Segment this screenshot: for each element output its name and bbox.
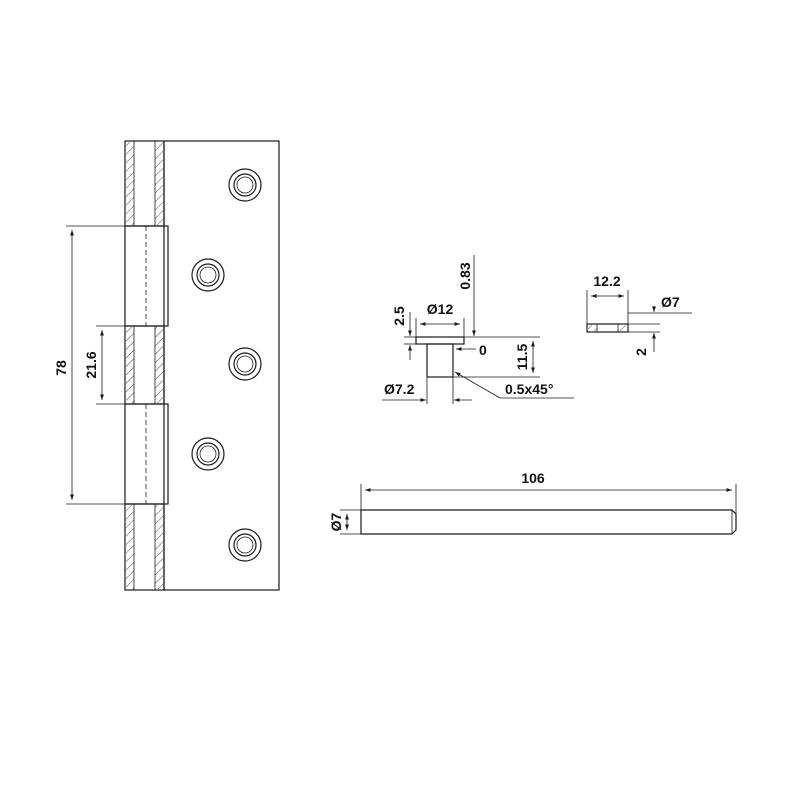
dimension-pin-length: 106	[360, 470, 737, 514]
dimension-label: 2	[633, 348, 649, 356]
dimension-label: Ø7	[661, 294, 680, 310]
washer-body	[586, 323, 629, 333]
dimension-label: 11.5	[514, 344, 530, 371]
dimension-cap-gap: 0.83	[457, 255, 476, 336]
dimension-washer-inner: Ø7	[628, 294, 692, 314]
dimension-label: 0.83	[457, 262, 473, 289]
hinge-leaf	[163, 140, 280, 591]
dimension-pin-diameter: Ø7	[328, 509, 361, 535]
hinge-view: 78 21.6	[53, 140, 280, 591]
dimension-label: 2.5	[391, 306, 407, 326]
dimension-label: 78	[53, 360, 69, 376]
pin-detail: 106 Ø7	[328, 470, 737, 535]
dimension-label: Ø12	[427, 301, 454, 317]
dimension-label: 12.2	[593, 273, 620, 289]
dimension-label: 0	[479, 342, 487, 358]
hinge-knuckle-middle-upper	[124, 225, 169, 327]
hinge-knuckle-center	[124, 325, 165, 405]
hinge-knuckle-top	[124, 140, 165, 227]
washer-detail: 12.2 Ø7 2	[586, 273, 692, 356]
pin-head-cap	[415, 336, 465, 345]
pin-body	[360, 509, 737, 535]
dimension-head-height: 2.5	[391, 306, 416, 360]
screw-hole	[228, 347, 262, 381]
screw-hole	[191, 258, 225, 292]
dimension-chamfer: 0.5x45°	[454, 371, 574, 399]
screw-hole	[191, 437, 225, 471]
dimension-label: 21.6	[83, 351, 99, 378]
dimension-shank-diameter: Ø7.2	[382, 377, 472, 404]
dimension-label: 0.5x45°	[505, 381, 553, 397]
hinge-knuckle-middle-lower	[124, 403, 169, 505]
dimension-washer-thickness: 2	[628, 323, 660, 356]
dimension-hinge-height: 78	[53, 225, 125, 505]
pin-knurled-shank	[426, 343, 454, 378]
dimension-head-diameter: Ø12	[415, 301, 465, 337]
dimension-label: Ø7	[328, 512, 344, 531]
dimension-head-length: 11.5	[453, 336, 540, 378]
dimension-pin-offset: 0	[456, 342, 487, 358]
dimension-label: 106	[521, 470, 545, 486]
pin-head-detail: 0.83 2.5 Ø12 0 11.5	[382, 255, 574, 404]
hinge-knuckle-bottom	[124, 503, 165, 591]
dimension-washer-outer: 12.2	[586, 273, 629, 324]
dimension-knuckle-length: 21.6	[83, 325, 125, 405]
screw-hole	[228, 528, 262, 562]
screw-hole	[228, 168, 262, 202]
dimension-label: Ø7.2	[384, 381, 415, 397]
